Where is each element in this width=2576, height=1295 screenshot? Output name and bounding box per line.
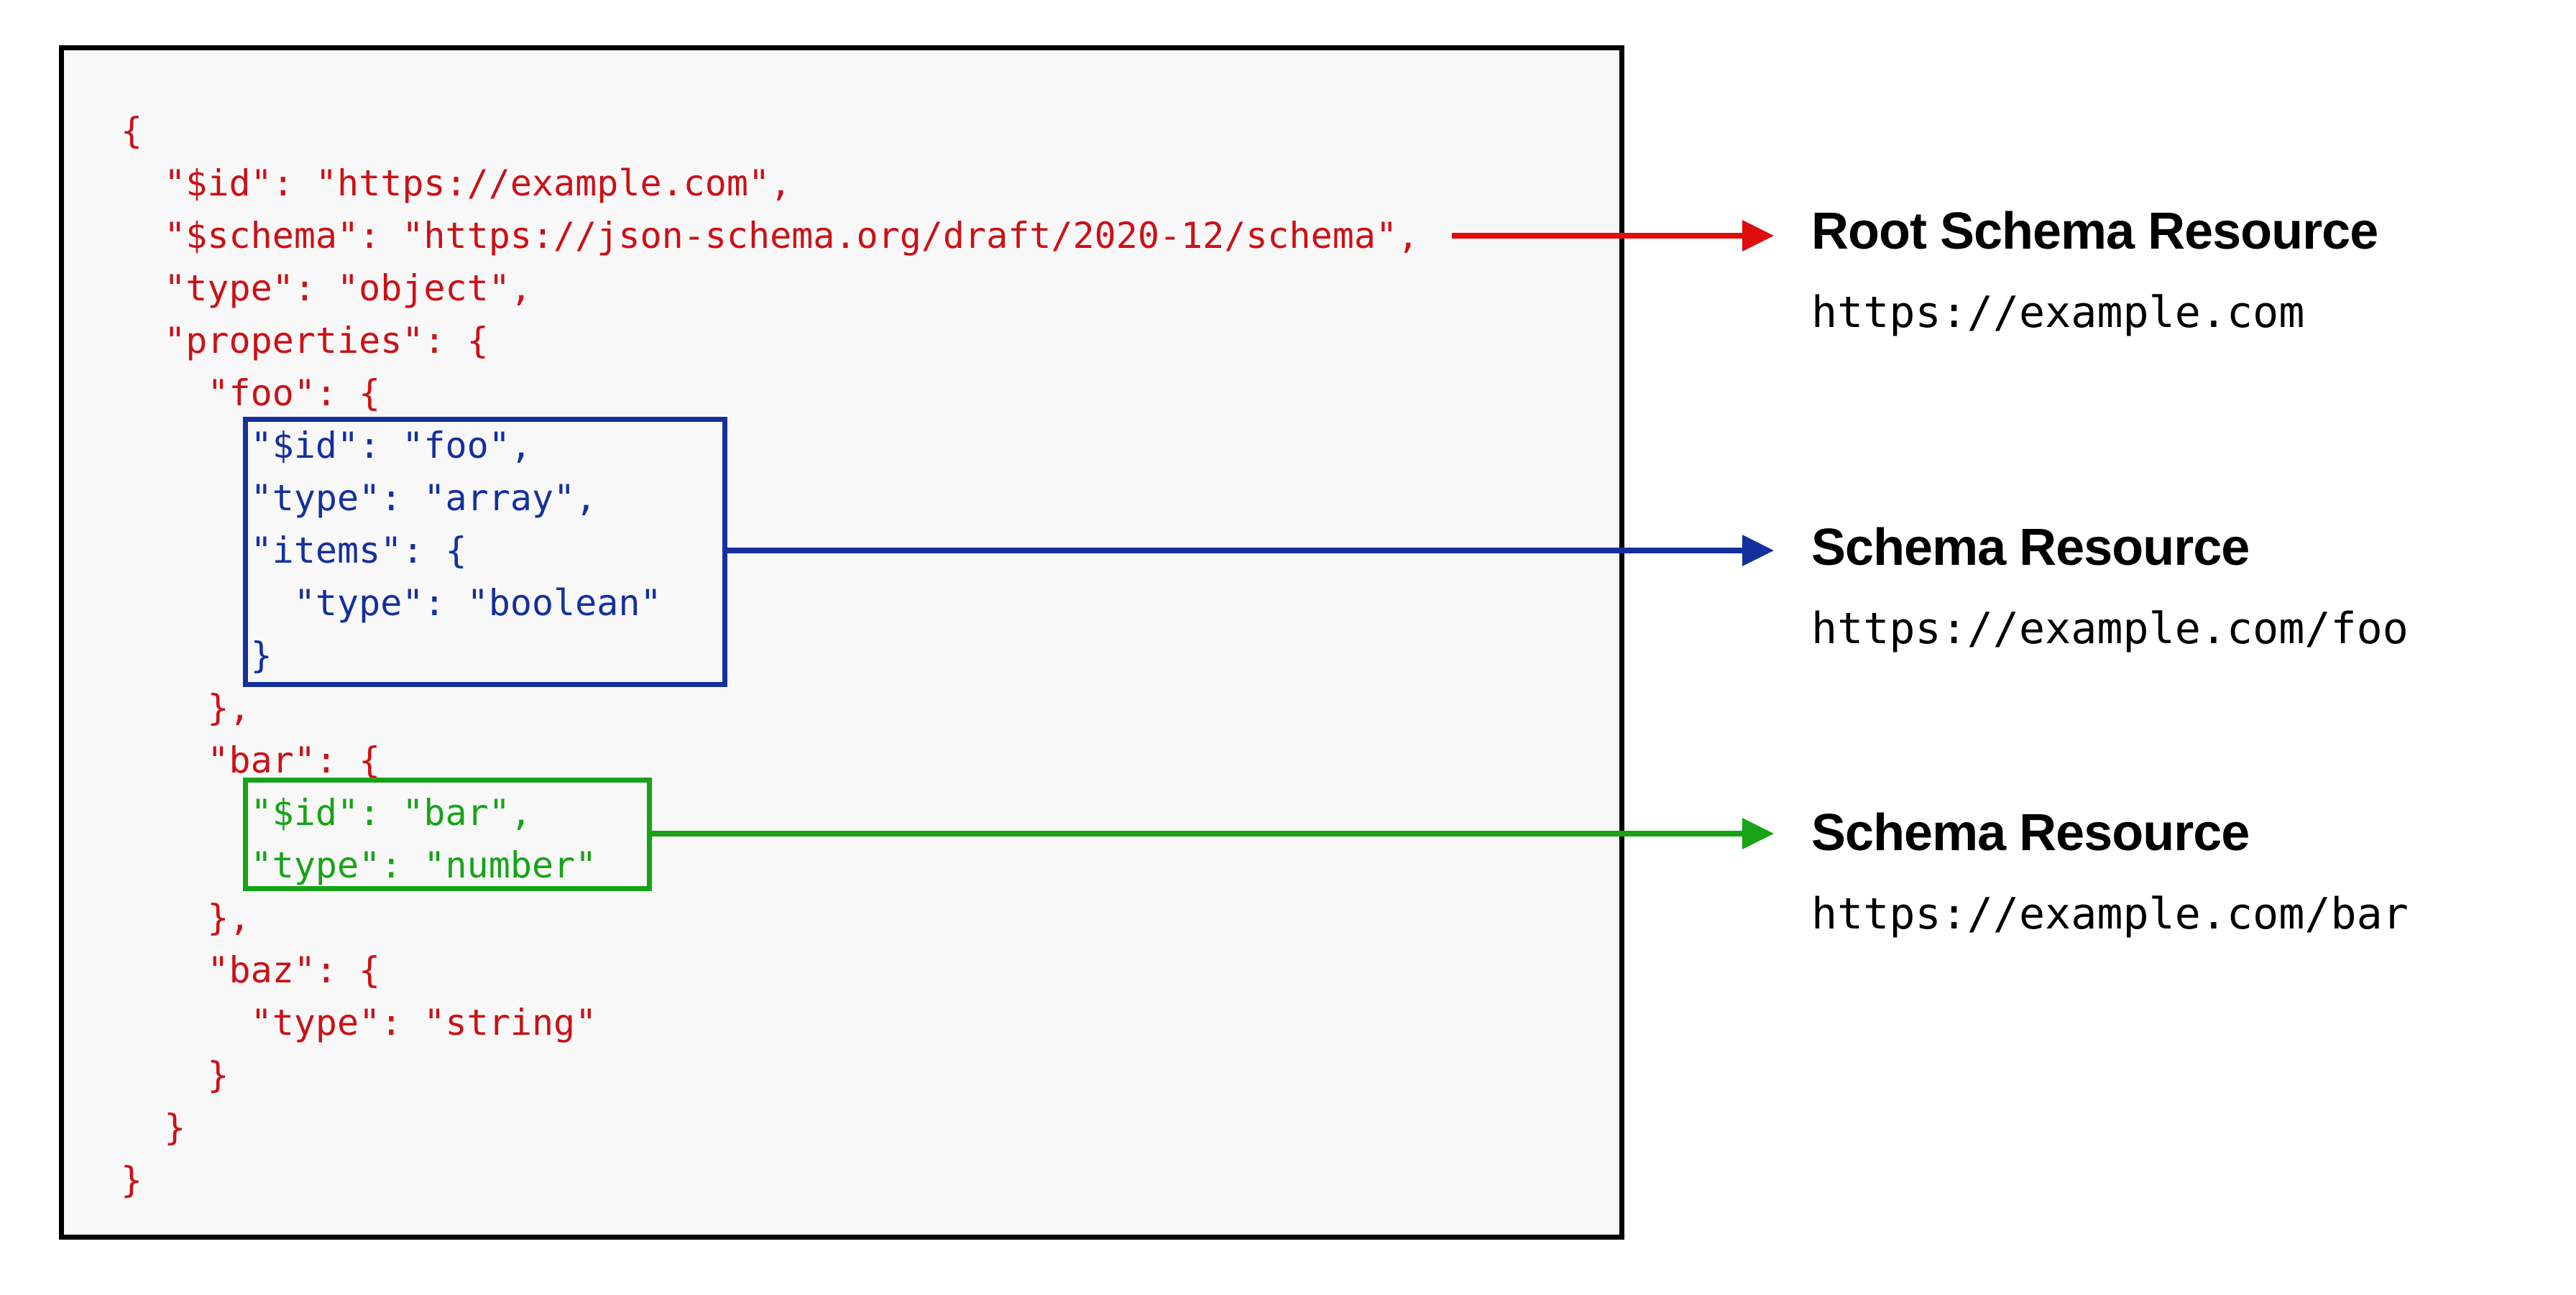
code-line: "type": "string" bbox=[121, 1002, 597, 1043]
arrow-head-icon bbox=[1742, 535, 1774, 566]
code-line: "$id": "foo", bbox=[121, 425, 532, 466]
label-foo-schema-resource: Schema Resource https://example.com/foo bbox=[1811, 521, 2409, 652]
code-line: } bbox=[121, 1054, 229, 1096]
code-line: { bbox=[121, 110, 143, 152]
code-line: "type": "array", bbox=[121, 477, 597, 519]
arrow-head-icon bbox=[1742, 818, 1774, 849]
root-schema-arrow bbox=[1452, 220, 1774, 252]
code-line: }, bbox=[121, 687, 251, 729]
code-line: "bar": { bbox=[121, 739, 381, 781]
code-line: "type": "boolean" bbox=[121, 582, 662, 624]
json-schema-code: { "$id": "https://example.com", "$schema… bbox=[121, 105, 1419, 1207]
bar-schema-resource-box bbox=[243, 778, 652, 891]
code-line: "type": "number" bbox=[121, 844, 597, 886]
arrow-head-icon bbox=[1742, 220, 1774, 252]
code-line: } bbox=[121, 635, 272, 676]
foo-schema-arrow bbox=[725, 535, 1774, 566]
label-title: Schema Resource bbox=[1811, 519, 2250, 576]
label-url: https://example.com/foo bbox=[1811, 604, 2409, 654]
label-url: https://example.com bbox=[1811, 287, 2305, 338]
label-url: https://example.com/bar bbox=[1811, 889, 2409, 939]
foo-schema-resource-box bbox=[243, 417, 727, 687]
label-title: Schema Resource bbox=[1811, 804, 2250, 862]
bar-schema-arrow bbox=[649, 818, 1774, 849]
code-line: } bbox=[121, 1107, 186, 1148]
label-title: Root Schema Resource bbox=[1811, 203, 2378, 260]
code-line: "items": { bbox=[121, 530, 467, 571]
schema-code-panel bbox=[59, 45, 1624, 1240]
code-line: "$id": "https://example.com", bbox=[121, 162, 792, 204]
code-line: } bbox=[121, 1159, 143, 1201]
code-line: }, bbox=[121, 897, 251, 939]
code-line: "$id": "bar", bbox=[121, 792, 532, 834]
code-line: "type": "object", bbox=[121, 267, 532, 309]
label-root-schema-resource: Root Schema Resource https://example.com bbox=[1811, 205, 2378, 336]
code-line: "$schema": "https://json-schema.org/draf… bbox=[121, 215, 1420, 257]
code-line: "foo": { bbox=[121, 372, 381, 414]
code-line: "baz": { bbox=[121, 949, 381, 991]
label-bar-schema-resource: Schema Resource https://example.com/bar bbox=[1811, 806, 2409, 937]
code-line: "properties": { bbox=[121, 320, 489, 361]
